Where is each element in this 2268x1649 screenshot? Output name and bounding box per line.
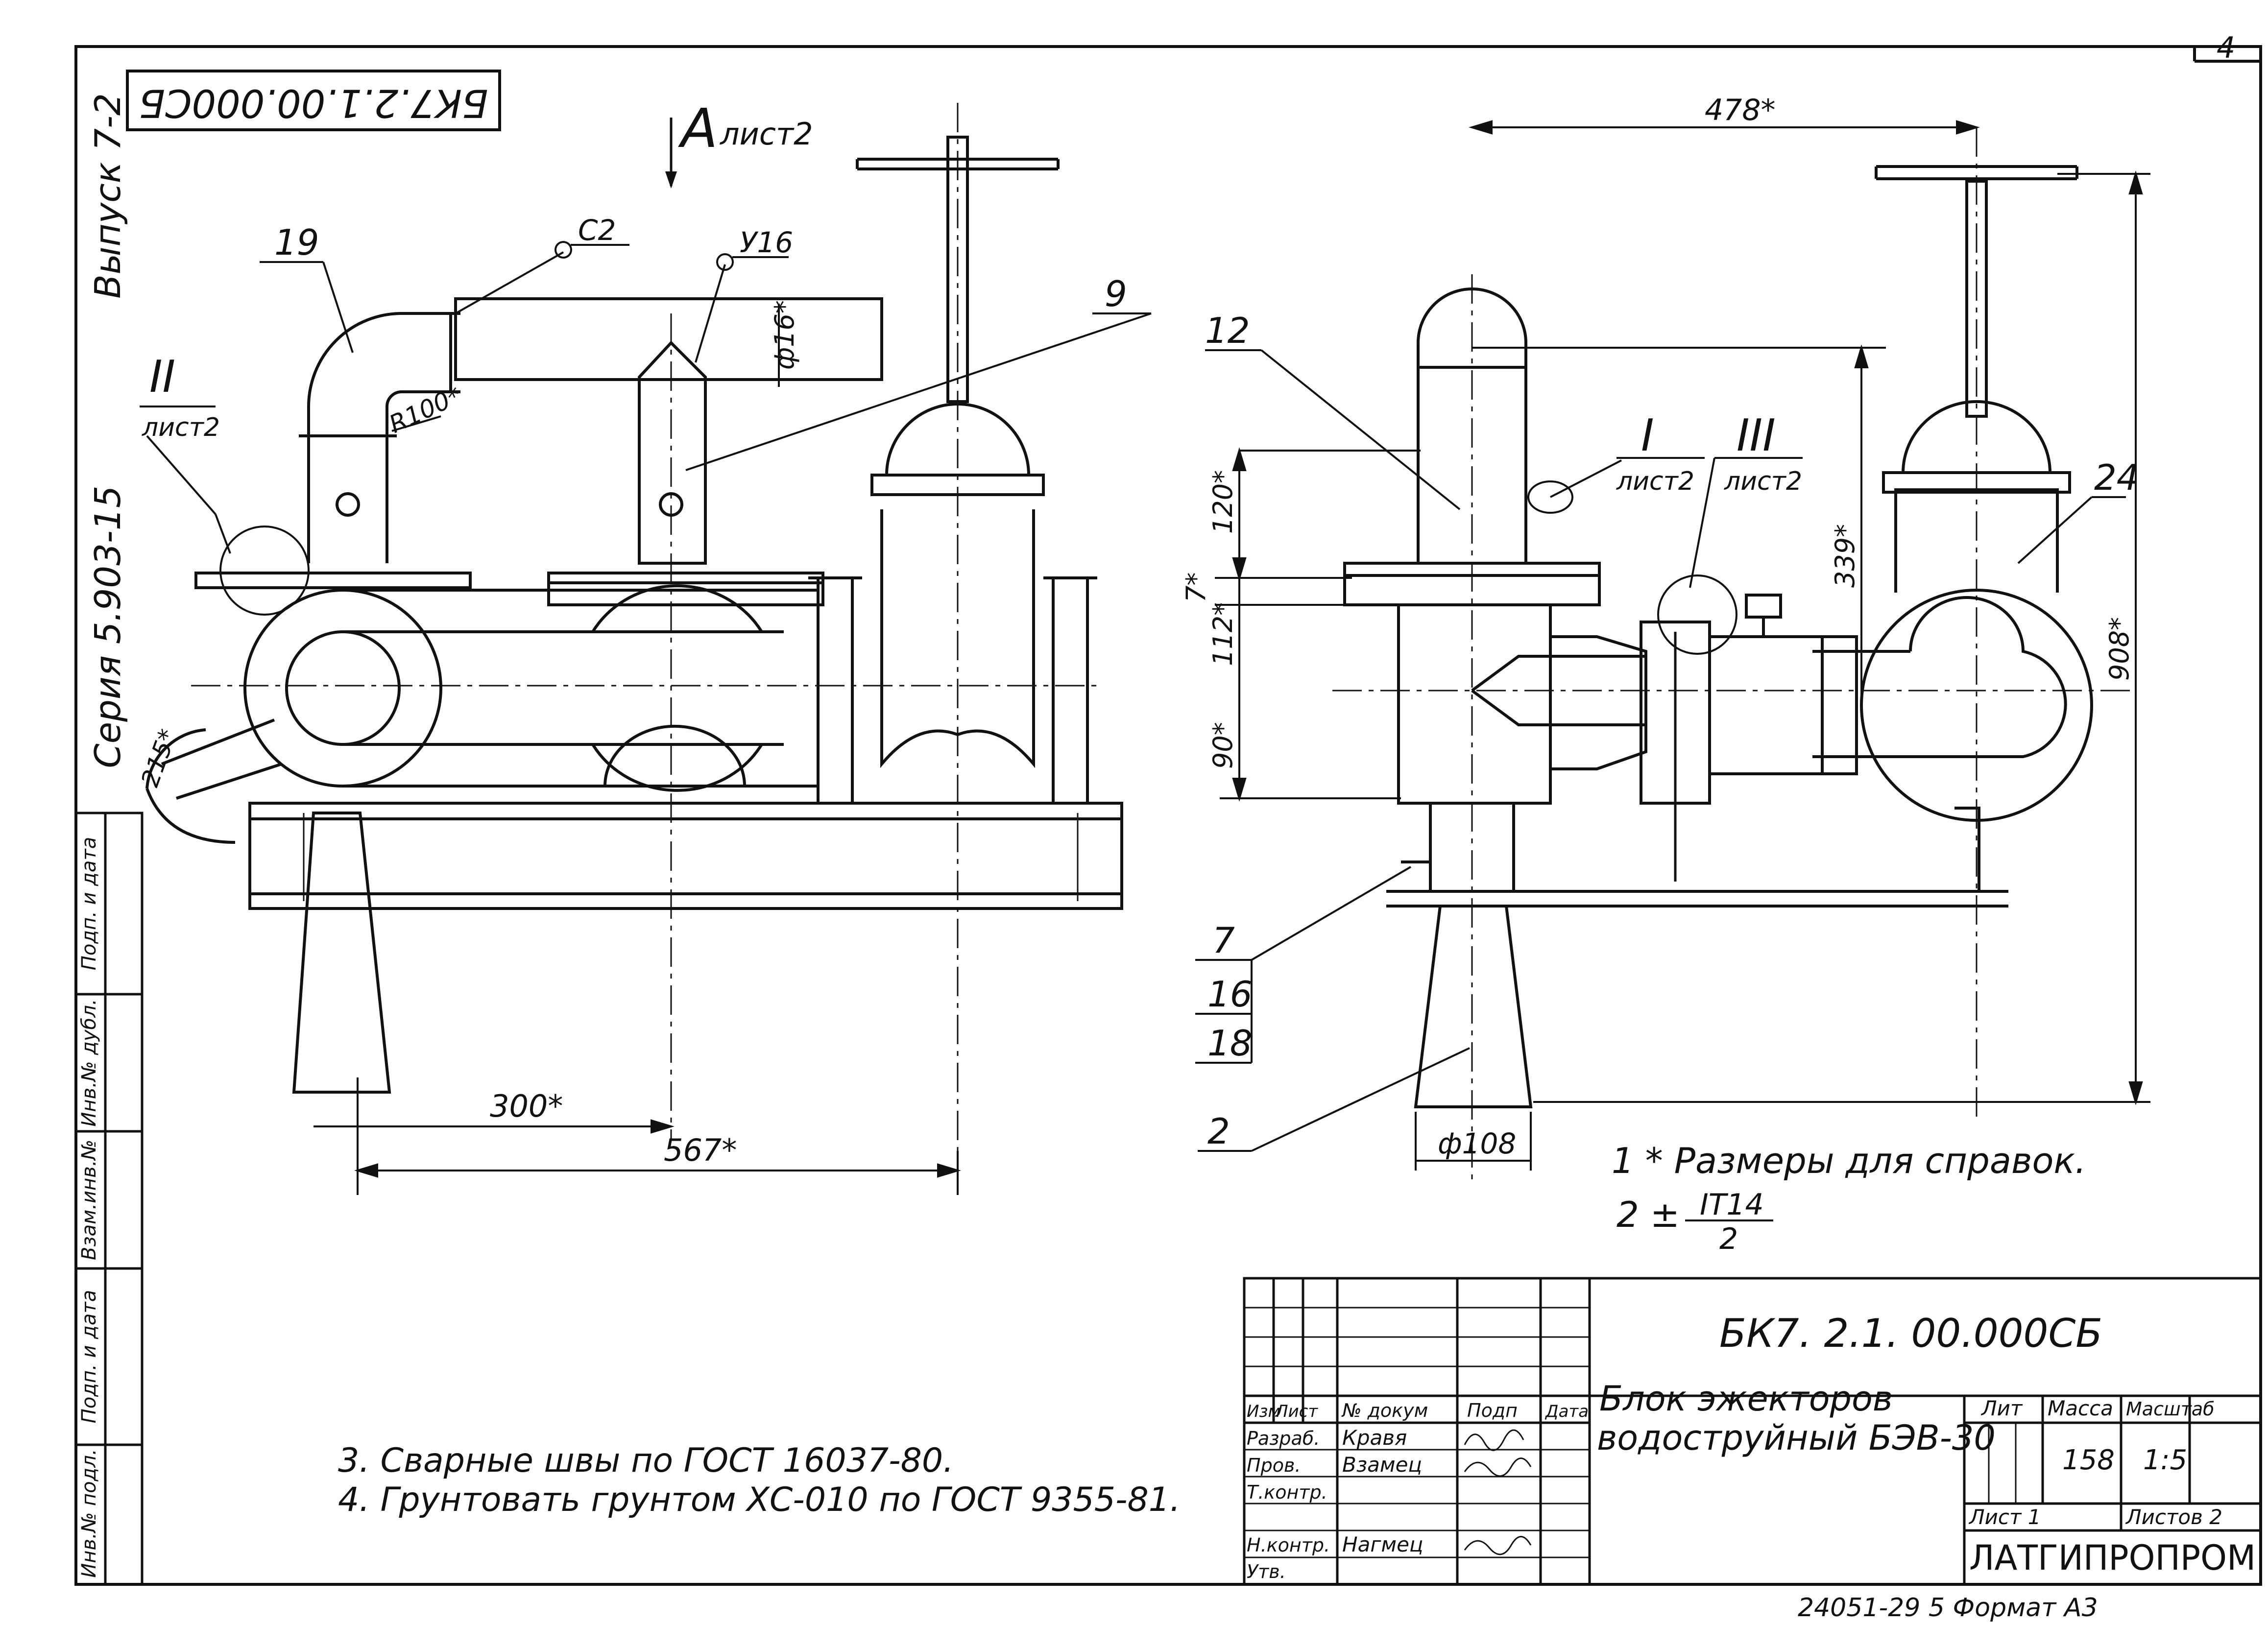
callout-16: 16 (1207, 974, 1253, 1015)
sheet-number: 4 (2217, 31, 2235, 65)
callout-detail-II: II (149, 351, 175, 403)
note-2-num: IT14 (1700, 1188, 1764, 1222)
note-2-den: 2 (1719, 1222, 1738, 1256)
strip-field-3: Взам.инв.№ (78, 1140, 100, 1260)
signatures (1464, 1429, 1532, 1555)
left-view (145, 103, 1123, 1185)
binding-strip (74, 812, 144, 1586)
strip-field-1: Подп. и дата (78, 837, 100, 970)
strip-field-5: Инв.№ подл. (78, 1449, 100, 1577)
dim-7: 7* (1181, 573, 1211, 602)
callout-12: 12 (1205, 310, 1250, 351)
dim-300: 300* (490, 1088, 563, 1124)
dim-r100: R100* (385, 381, 466, 439)
title-block (1243, 1277, 2262, 1586)
callout-detail-III: III (1737, 410, 1776, 461)
right-view (1332, 127, 2136, 1185)
note-4: 4. Грунтовать грунтом ХС-010 по ГОСТ 935… (338, 1481, 1181, 1519)
right-view-leaders (1195, 349, 2126, 1152)
left-view-dims (314, 304, 961, 1195)
callout-c2: С2 (578, 214, 616, 247)
footer-code: 24051-29 5 Формат А3 (1798, 1593, 2098, 1623)
callout-detail-III-sheet: лист2 (1724, 467, 1802, 496)
tb-org: ЛАТГИПРОПРОМ (1969, 1538, 2256, 1578)
dim-908: 908* (2104, 617, 2135, 681)
strip-field-2: Инв.№ дубл. (78, 999, 100, 1127)
dim-120: 120* (1207, 470, 1238, 534)
tb-mass-label: Масса (2048, 1396, 2113, 1420)
callout-19: 19 (274, 222, 319, 263)
callout-detail-II-sheet: лист2 (142, 413, 220, 442)
strip-field-4: Подп. и дата (78, 1290, 100, 1423)
code-stamp: БК7.2.1.00.000СБ (126, 70, 501, 131)
tb-role-4: Н.контр. (1247, 1534, 1330, 1556)
right-view-dims (1215, 120, 2150, 1171)
callout-24: 24 (2094, 457, 2139, 498)
callout-detail-I: I (1641, 410, 1654, 461)
tb-scale: 1:5 (2143, 1444, 2187, 1476)
tb-role-5: Утв. (1247, 1561, 1286, 1582)
tb-col-sign: Подп (1467, 1400, 1518, 1421)
tb-col-list: Лист (1275, 1402, 1318, 1421)
tb-role-1: Разраб. (1247, 1428, 1320, 1449)
series-label: Серия 5.903-15 (87, 486, 128, 768)
note-2-prefix: 2 ± (1617, 1194, 1680, 1235)
tb-role-3: Т.контр. (1247, 1482, 1327, 1503)
tb-scale-label: Масштаб (2126, 1398, 2215, 1420)
left-view-leaders (260, 241, 1152, 471)
tb-mass: 158 (2062, 1444, 2115, 1476)
view-letter: А (678, 97, 718, 160)
tb-title-line1: Блок эжекторов (1599, 1379, 1893, 1419)
view-sheet: лист2 (720, 116, 813, 152)
callout-2: 2 (1207, 1111, 1230, 1152)
tb-sheet: Лист 1 (1968, 1505, 2041, 1529)
tb-doc-code: БК7. 2.1. 00.000СБ (1719, 1311, 2102, 1356)
dim-112: 112* (1207, 602, 1238, 666)
tb-role-2: Пров. (1247, 1455, 1301, 1476)
callout-9: 9 (1105, 273, 1127, 314)
dim-339: 339* (1830, 524, 1860, 588)
callout-18: 18 (1207, 1023, 1253, 1064)
tb-col-date: Дата (1544, 1402, 1589, 1421)
tb-name-2: Взамец (1342, 1453, 1422, 1477)
code-stamp-text: БК7.2.1.00.000СБ (139, 81, 488, 125)
note-3: 3. Сварные швы по ГОСТ 16037-80. (338, 1441, 954, 1480)
issue-label: Выпуск 7-2 (87, 93, 128, 298)
dim-567: 567* (664, 1132, 737, 1168)
tb-sheets: Листов 2 (2125, 1505, 2222, 1529)
callout-7: 7 (1212, 920, 1235, 961)
tb-name-1: Кравя (1342, 1426, 1407, 1450)
callout-u16: У16 (740, 226, 793, 259)
tb-name-4: Нагмец (1342, 1532, 1424, 1556)
tb-col-izm: Изм (1247, 1402, 1280, 1421)
dim-90: 90* (1207, 722, 1238, 769)
tb-col-doc: № докум (1341, 1400, 1428, 1421)
view-marker-a: А лист2 (665, 97, 813, 189)
dim-478: 478* (1705, 93, 1776, 127)
note-1: 1 * Размеры для справок. (1612, 1140, 2086, 1181)
tb-lit-label: Лит (1980, 1396, 2023, 1420)
callout-detail-I-sheet: лист2 (1616, 467, 1694, 496)
dim-108: ф108 (1438, 1127, 1516, 1160)
tb-title-line2: водоструйный БЭВ-30 (1597, 1418, 1996, 1458)
dim-d16: ф16* (769, 300, 800, 370)
